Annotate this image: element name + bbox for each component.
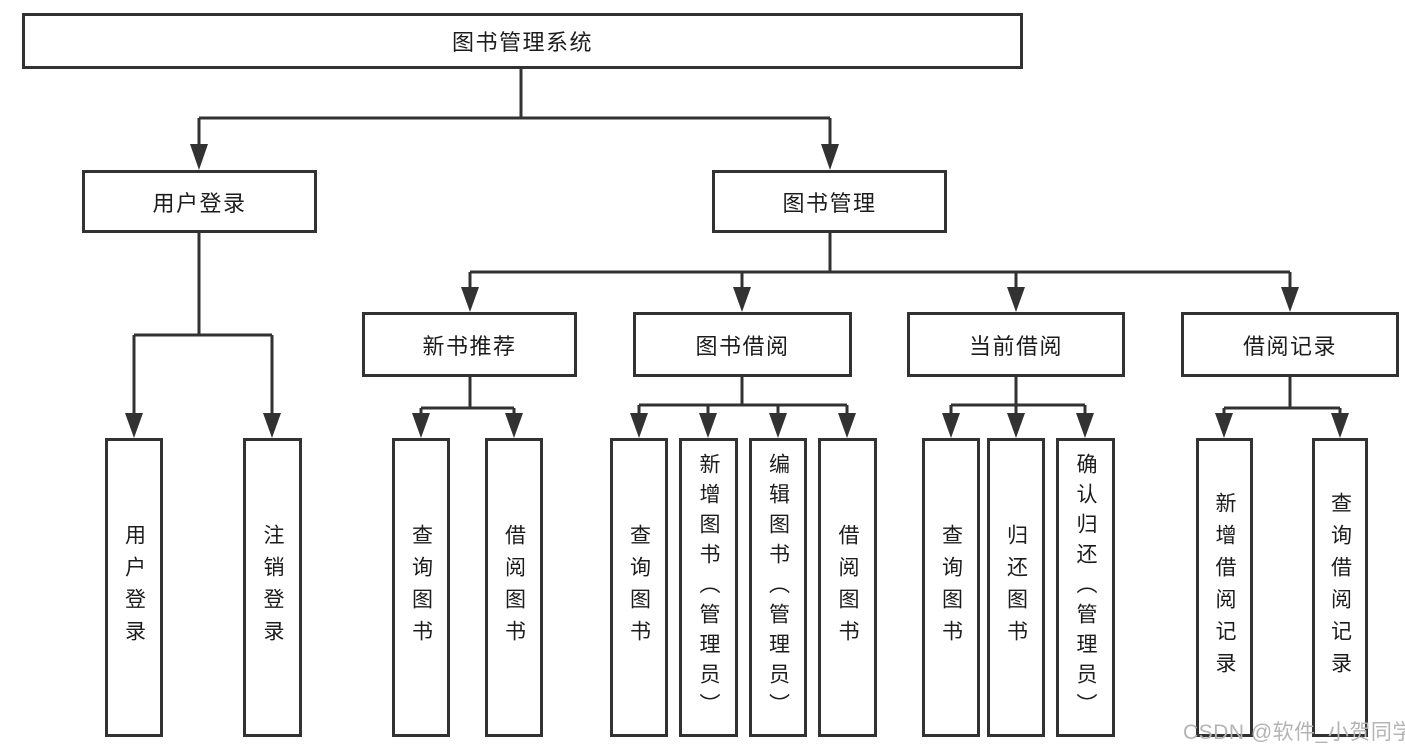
leaf-borrow-books-recommend: 借阅图书 — [485, 438, 543, 737]
leaf-label: 确认归还（管理员） — [1074, 452, 1097, 723]
leaf-label: 新增借阅记录 — [1213, 491, 1236, 684]
leaf-borrow-books: 借阅图书 — [818, 438, 877, 737]
leaf-return-book: 归还图书 — [987, 438, 1045, 737]
leaf-add-book-admin: 新增图书（管理员） — [679, 438, 738, 737]
arrowhead — [630, 413, 648, 438]
connector-borrowrecords-to-leaves — [1222, 377, 1342, 416]
leaf-label: 归还图书 — [1004, 523, 1028, 652]
arrowhead — [769, 413, 787, 438]
leaf-label: 编辑图书（管理员） — [766, 452, 790, 723]
node-new-book-recommend: 新书推荐 — [362, 312, 577, 377]
arrowhead — [733, 287, 751, 312]
leaf-label: 新增图书（管理员） — [697, 452, 720, 723]
node-label: 借阅记录 — [1242, 333, 1337, 359]
arrowhead — [1331, 413, 1349, 438]
connector-bookmgmt-to-level2 — [468, 233, 1292, 290]
leaf-add-borrow-record: 新增借阅记录 — [1196, 438, 1253, 737]
leaf-label: 查询图书 — [409, 523, 433, 652]
node-root-library-system: 图书管理系统 — [22, 13, 1023, 69]
arrowhead — [821, 144, 839, 170]
leaf-label: 注销登录 — [261, 523, 284, 652]
watermark: CSDN @软件_小贺同学 — [1183, 721, 1405, 744]
connector-userlogin-to-leaves — [132, 233, 274, 416]
node-label: 用户登录 — [152, 190, 247, 216]
leaf-edit-book-admin: 编辑图书（管理员） — [749, 438, 807, 737]
arrowhead — [838, 413, 856, 438]
connector-currentborrow-to-leaves — [949, 377, 1087, 416]
arrowhead — [699, 413, 717, 438]
leaf-query-borrow-record: 查询借阅记录 — [1312, 438, 1368, 737]
leaf-label: 用户登录 — [122, 523, 146, 652]
node-book-management: 图书管理 — [712, 170, 947, 233]
leaf-query-books-borrow: 查询图书 — [610, 438, 668, 737]
leaf-logout: 注销登录 — [243, 438, 302, 737]
arrowhead — [1007, 413, 1025, 438]
node-borrow-records: 借阅记录 — [1181, 312, 1399, 377]
connector-bookborrow-to-leaves — [637, 377, 849, 416]
arrowhead — [1215, 413, 1233, 438]
node-current-borrow: 当前借阅 — [907, 312, 1125, 377]
node-label: 图书借阅 — [695, 333, 790, 359]
leaf-label: 借阅图书 — [836, 523, 859, 652]
arrowhead — [1281, 287, 1299, 312]
connector-paths — [132, 69, 1342, 416]
connector-newbookrec-to-leaves — [419, 377, 516, 416]
arrowhead — [461, 287, 479, 312]
leaf-label: 借阅图书 — [502, 523, 526, 652]
arrowhead — [942, 413, 960, 438]
leaf-label: 查询图书 — [939, 523, 963, 652]
arrowhead — [1076, 413, 1094, 438]
arrowhead — [263, 413, 281, 438]
arrowhead — [125, 413, 143, 438]
arrowhead — [1007, 287, 1025, 312]
leaf-query-books-recommend: 查询图书 — [392, 438, 450, 737]
connector-root-to-level1 — [197, 69, 832, 147]
leaf-user-login: 用户登录 — [105, 438, 163, 737]
arrowheads — [125, 144, 1349, 438]
leaf-label: 查询图书 — [627, 523, 651, 652]
leaf-label: 查询借阅记录 — [1328, 491, 1352, 684]
node-label: 新书推荐 — [422, 333, 517, 359]
arrowhead — [505, 413, 523, 438]
leaf-query-books-current: 查询图书 — [922, 438, 980, 737]
node-book-borrow: 图书借阅 — [633, 312, 852, 377]
arrowhead — [412, 413, 430, 438]
arrowhead — [190, 144, 208, 170]
node-label: 当前借阅 — [968, 333, 1063, 359]
node-user-login-branch: 用户登录 — [82, 170, 317, 233]
node-label: 图书管理 — [782, 190, 877, 216]
node-label: 图书管理系统 — [451, 30, 593, 55]
leaf-confirm-return-admin: 确认归还（管理员） — [1056, 438, 1115, 737]
